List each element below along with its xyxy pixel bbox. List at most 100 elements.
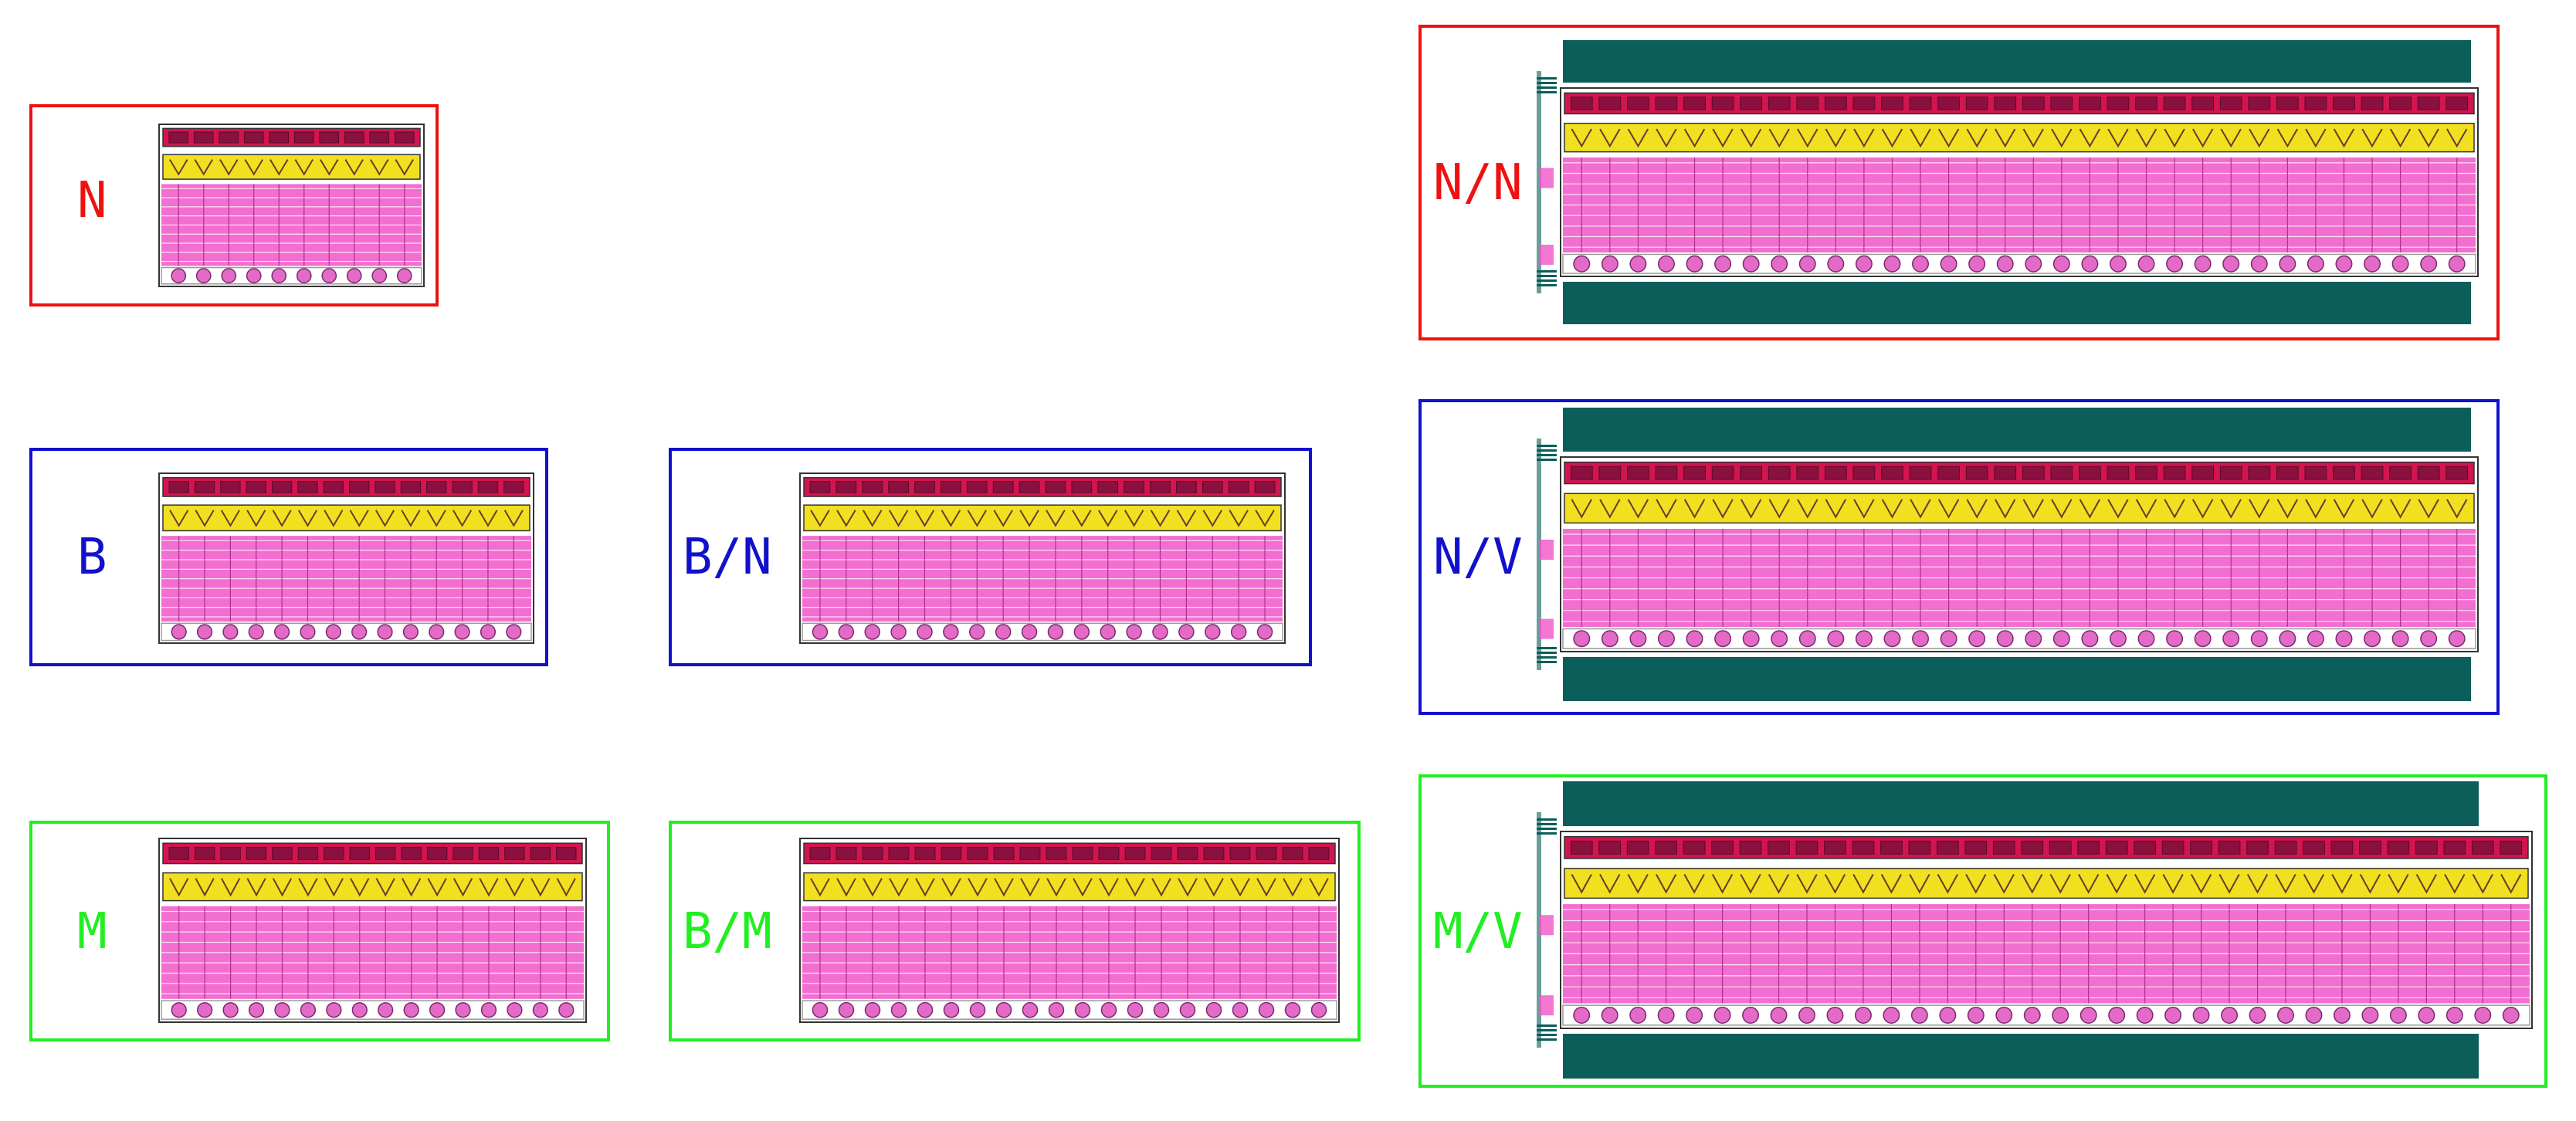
bottom-via (1686, 1007, 1703, 1024)
diffusion-contact (2135, 128, 2157, 148)
gate-finger (246, 846, 267, 860)
label-mv: M/V (1433, 903, 1523, 960)
diffusion-contact (1124, 510, 1144, 527)
bottom-via (246, 268, 262, 284)
gate-finger (941, 481, 961, 493)
bottom-via (2222, 630, 2240, 648)
diffusion-contact (1599, 128, 1621, 148)
layout-cell-b (158, 472, 534, 644)
bottom-via (1713, 1007, 1731, 1024)
diffusion-contact (2191, 499, 2214, 519)
gate-finger (2134, 840, 2157, 855)
diffusion-contact (246, 510, 266, 527)
gate-finger (1256, 846, 1277, 860)
diffusion-contact (1229, 510, 1249, 527)
diffusion-contact (1852, 874, 1874, 894)
diffusion-contact (169, 159, 188, 176)
bottom-via (1573, 1007, 1591, 1024)
bottom-via (454, 624, 470, 640)
gate-finger (1598, 97, 1622, 110)
diffusion-contact (2220, 499, 2242, 519)
pin-top (1537, 818, 1557, 821)
gate-row (803, 476, 1282, 497)
pin-bottom (1537, 661, 1557, 663)
bottom-via (480, 1002, 497, 1018)
diffusion-contact (941, 878, 961, 897)
diffusion-contact (1909, 874, 1930, 894)
bottom-via (222, 1002, 239, 1018)
gate-finger (478, 846, 500, 860)
bottom-via (864, 624, 880, 640)
gate-finger (1176, 481, 1197, 493)
diffusion-contact (1046, 510, 1066, 527)
diffusion-contact (914, 510, 935, 527)
bottom-via (1855, 630, 1873, 648)
gate-finger (1768, 840, 1790, 855)
panel-m (29, 821, 610, 1041)
gate-finger (168, 131, 189, 144)
pin-rail (1537, 439, 1541, 670)
diffusion-contact (2022, 128, 2044, 148)
bottom-via (864, 1001, 881, 1018)
diffusion-contact (556, 878, 576, 897)
bottom-via (248, 624, 264, 640)
gate-finger (2361, 466, 2384, 480)
diffusion-contact (2246, 874, 2269, 894)
bottom-via (2277, 1007, 2294, 1024)
diffusion-contact (1125, 878, 1145, 897)
diffusion-contact (2389, 128, 2412, 148)
gate-finger (2333, 97, 2355, 110)
bottom-contact-row (1562, 628, 2476, 649)
bottom-via (346, 268, 362, 284)
pin-top (1537, 832, 1557, 835)
bottom-via (2474, 1007, 2492, 1024)
gate-finger (2105, 840, 2128, 855)
bottom-via (197, 1002, 213, 1018)
diffusion-contact (1656, 874, 1677, 894)
gate-finger (1229, 846, 1251, 860)
bottom-via (1629, 630, 1647, 648)
diffusion-contact (2276, 499, 2299, 519)
diffusion-contact (2106, 874, 2127, 894)
bottom-via (1855, 255, 1873, 273)
bottom-via (1126, 624, 1142, 640)
diffusion-contact (1993, 874, 2015, 894)
diffusion-contact (2220, 128, 2242, 148)
gate-finger (1683, 840, 1706, 855)
diffusion-contact (1966, 499, 1988, 519)
diffusion-contact (478, 510, 498, 527)
pin-bottom (1537, 275, 1557, 277)
bottom-via (2420, 255, 2438, 273)
pin-top (1537, 823, 1557, 825)
gate-finger (297, 846, 319, 860)
bottom-via (402, 624, 419, 640)
gate-finger (809, 481, 831, 493)
gate-finger (2389, 97, 2412, 110)
gate-finger (1711, 840, 1734, 855)
gate-finger (1570, 840, 1593, 855)
diffusion-contact (1599, 874, 1621, 894)
bottom-via (1074, 1001, 1091, 1018)
bottom-via (300, 1002, 317, 1018)
gate-finger (2022, 97, 2045, 110)
bottom-contact-row (1562, 253, 2476, 274)
diffusion-contact (2361, 128, 2383, 148)
bottom-via (2081, 255, 2099, 273)
gate-finger (2276, 466, 2299, 480)
diffusion-contact (2218, 874, 2240, 894)
bottom-via (1940, 255, 1957, 273)
gate-finger (394, 131, 415, 144)
pin-bottom (1537, 647, 1557, 649)
bottom-via (2023, 1007, 2041, 1024)
diffusion-contact (324, 878, 344, 897)
gate-finger (504, 846, 525, 860)
pin-pad (1540, 618, 1554, 639)
gate-finger (2077, 840, 2100, 855)
diffusion-contact (2500, 874, 2522, 894)
gate-row (803, 842, 1336, 865)
diffusion-contact (194, 159, 213, 176)
diffusion-contact (1881, 128, 1903, 148)
bottom-via (480, 624, 497, 640)
diffusion-contact (1740, 499, 1762, 519)
bottom-via (1100, 1001, 1117, 1018)
